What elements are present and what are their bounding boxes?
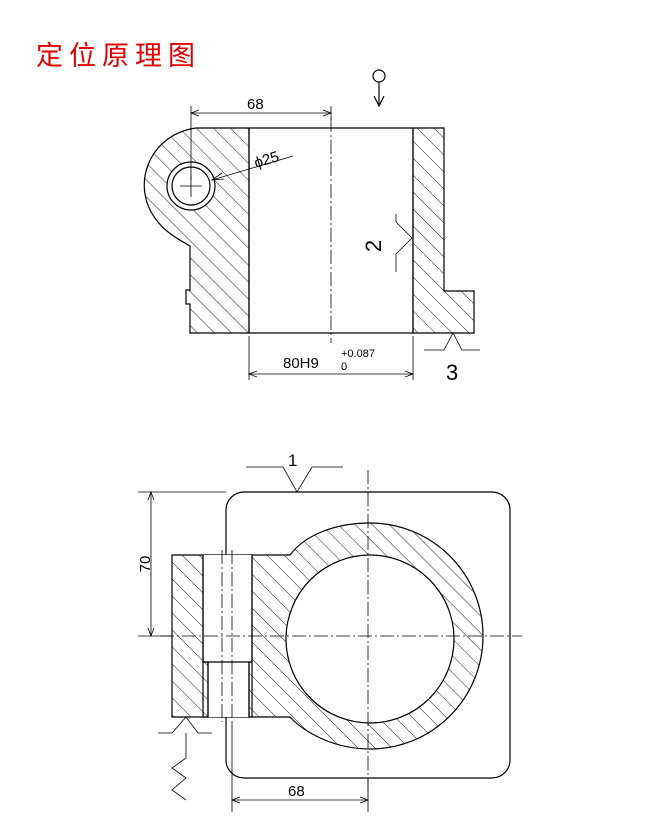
dim-bore: 80H9 +0.087 0 [247, 336, 415, 380]
left-body-section [143, 127, 250, 334]
tol-upper: +0.087 [341, 348, 375, 360]
dim-68-bottom-text: 68 [288, 783, 305, 800]
locating-symbol-3: 3 [424, 332, 480, 385]
dim-68-bottom: 68 [230, 722, 370, 812]
dim-70: 70 [137, 490, 226, 638]
dim-bore-text: 80H9 [283, 355, 319, 372]
dim-hole-text: ϕ25 [252, 148, 281, 172]
label-2: 2 [361, 240, 386, 252]
locating-symbol-2: 2 [361, 214, 413, 272]
locating-symbol-zigzag [158, 716, 212, 801]
page-title: 定位原理图 [36, 41, 201, 72]
right-wall-section [412, 127, 475, 334]
bottom-view: 1 70 [137, 451, 522, 812]
label-3: 3 [446, 360, 458, 385]
dim-68-top-text: 68 [247, 96, 264, 113]
dim-hole-leader: ϕ25 [210, 148, 294, 181]
top-view: 68 ϕ25 2 3 80H9 +0.087 [143, 69, 480, 385]
dim-70-text: 70 [137, 556, 154, 573]
dim-68-top: 68 [189, 96, 333, 180]
tol-lower: 0 [341, 361, 347, 373]
label-1: 1 [288, 451, 297, 470]
locating-symbol-1: 1 [246, 451, 343, 493]
clamp-force-arrow [372, 69, 386, 108]
